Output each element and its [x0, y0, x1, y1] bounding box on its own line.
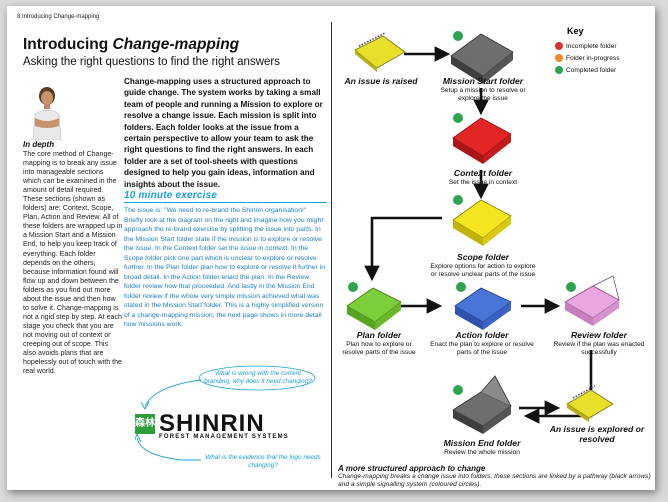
node-mission-start-label: Mission Start folder [431, 76, 535, 86]
page-title: Introducing Change-mapping [23, 36, 239, 54]
caption-text: Change-mapping breaks a change issue int… [338, 473, 653, 489]
node-review-desc: Review if the plan was enacted successfu… [551, 341, 647, 357]
in-depth-text: The core method of Change-mapping is to … [23, 150, 123, 376]
status-green-dot-icon [453, 385, 463, 395]
status-green-dot-icon [453, 31, 463, 41]
node-scope-label: Scope folder [427, 252, 539, 262]
exercise-text: The issue is: "We need to re-brand the S… [124, 206, 327, 330]
node-plan-label: Plan folder [337, 330, 421, 340]
node-mission-end-desc: Review the whole mission [427, 449, 537, 457]
title-prefix: Introducing [23, 36, 113, 53]
node-review-label: Review folder [547, 330, 651, 340]
shinrin-logo-mark: 森林 [135, 414, 155, 434]
action-folder-icon [455, 288, 511, 330]
status-green-dot-icon [453, 195, 463, 205]
annotation-top: What is wrong with the current branding,… [203, 370, 313, 386]
scope-folder-icon [453, 200, 511, 246]
node-context-label: Context folder [431, 168, 535, 178]
person-photo [29, 84, 65, 140]
node-action-desc: Enact the plan to explore or resolve par… [427, 341, 537, 357]
node-resolved-label: An issue is explored or resolved [547, 424, 647, 444]
document-page: 8 Introducing Change-mapping Introducing… [7, 6, 655, 490]
context-folder-icon [453, 118, 511, 164]
exercise-heading: 10 minute exercise [124, 190, 217, 201]
status-green-dot-icon [456, 282, 466, 292]
node-plan-desc: Plan how to explore or resolve parts of … [337, 341, 421, 357]
status-green-dot-icon [566, 282, 576, 292]
exercise-rule [124, 202, 327, 203]
caption-heading: A more structured approach to change [338, 464, 485, 473]
node-scope-desc: Explore options for action to explore or… [427, 263, 539, 279]
node-issue-raised-label: An issue is raised [339, 76, 423, 86]
title-emphasis: Change-mapping [113, 36, 240, 53]
node-mission-end-label: Mission End folder [427, 438, 537, 448]
change-map-diagram [332, 6, 655, 466]
annotation-bottom: What is the evidence that the logo needs… [203, 454, 323, 470]
page-subtitle: Asking the right questions to find the r… [23, 56, 280, 68]
intro-paragraph: Change-mapping uses a structured approac… [124, 76, 327, 190]
shinrin-logo-tagline: FOREST MANAGEMENT SYSTEMS [159, 434, 289, 440]
node-context-desc: Set the issue in context [431, 179, 535, 187]
mission-end-folder-icon [453, 376, 511, 434]
plan-folder-icon [347, 288, 401, 330]
node-mission-start-desc: Setup a mission to resolve or explore th… [431, 87, 535, 103]
node-action-label: Action folder [427, 330, 537, 340]
status-green-dot-icon [348, 282, 358, 292]
notepad-icon [355, 33, 405, 72]
in-depth-heading: In depth [23, 140, 54, 149]
running-head: 8 Introducing Change-mapping [17, 14, 99, 20]
status-green-dot-icon [453, 113, 463, 123]
